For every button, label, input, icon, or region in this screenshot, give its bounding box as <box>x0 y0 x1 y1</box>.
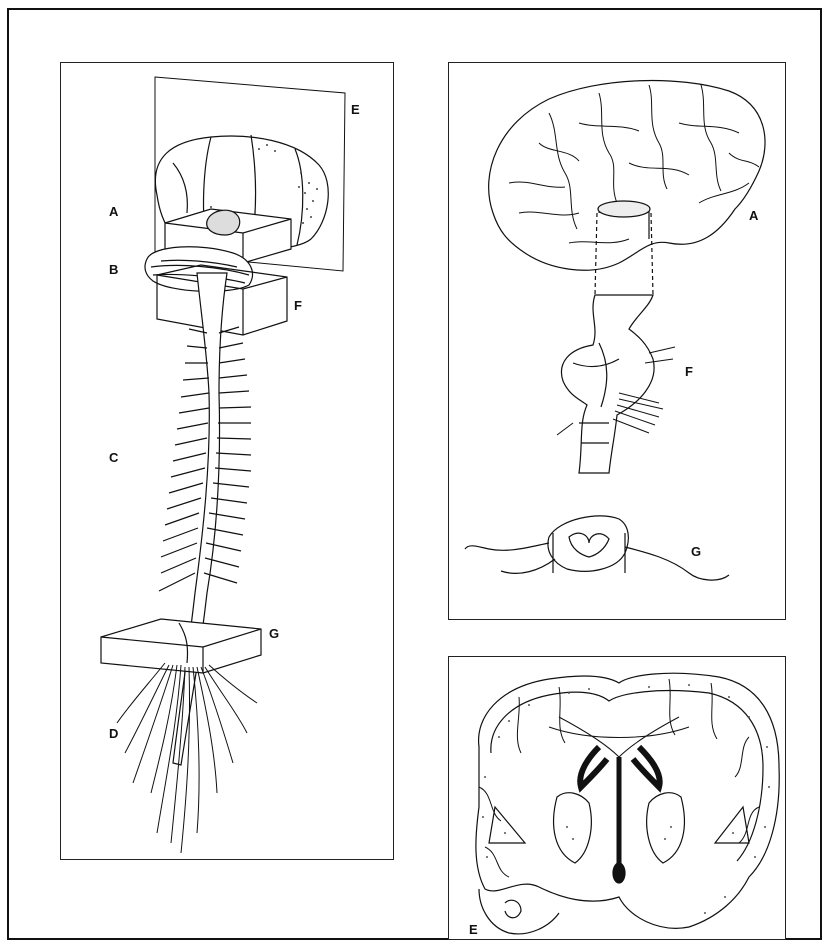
label-b: B <box>109 263 118 276</box>
label-f: F <box>294 299 302 312</box>
brain-stem-illustration <box>449 63 787 621</box>
label-c: C <box>109 451 118 464</box>
panel-central-nervous-system: A B C D E F G <box>60 62 394 860</box>
label-e: E <box>469 923 478 936</box>
lateral-cerebrum <box>489 81 765 271</box>
brain-stem <box>561 295 654 473</box>
label-a: A <box>109 205 118 218</box>
label-a: A <box>749 209 758 222</box>
label-g: G <box>691 545 701 558</box>
label-e: E <box>351 103 360 116</box>
panel-coronal-section: E <box>448 656 786 940</box>
temporal-lobe-left <box>479 889 559 934</box>
hemisphere-outline <box>476 673 779 928</box>
cord-cross-section <box>548 516 628 571</box>
label-g: G <box>269 627 279 640</box>
coronal-section-illustration <box>449 657 787 941</box>
panel-brain-stem: A F G <box>448 62 786 620</box>
label-d: D <box>109 727 118 740</box>
label-f: F <box>685 365 693 378</box>
